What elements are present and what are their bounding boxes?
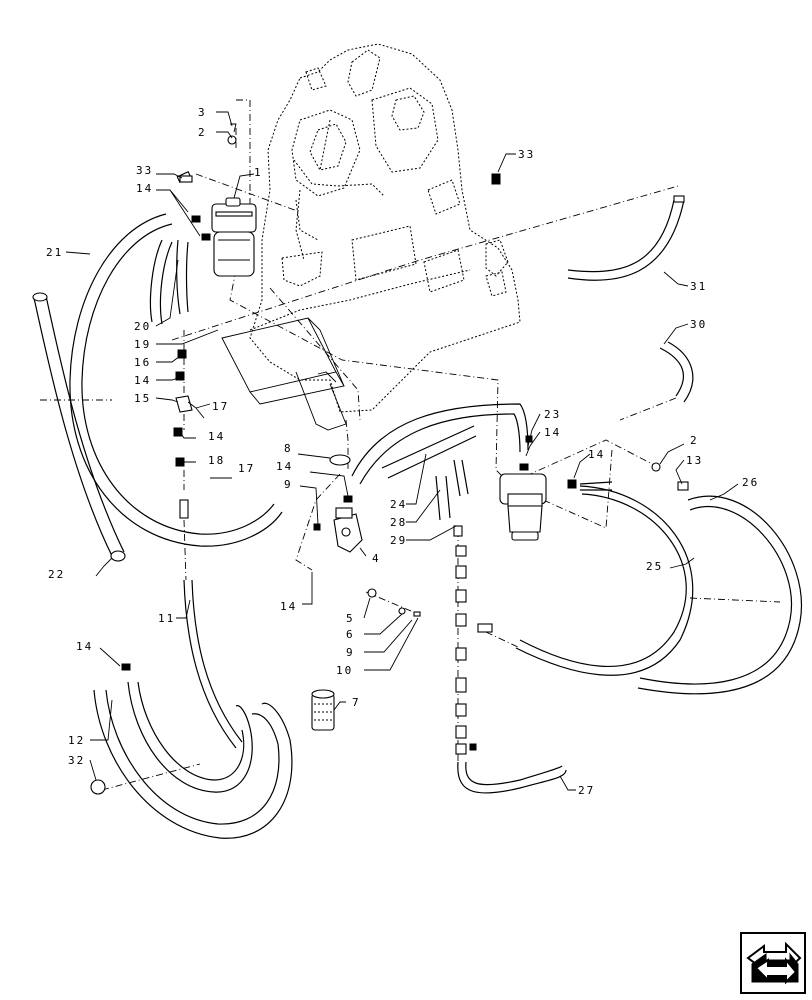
callout-22: 22 bbox=[48, 568, 65, 581]
callout-23: 23 bbox=[544, 408, 561, 421]
callout-10: 10 bbox=[336, 664, 353, 677]
hose-13-outer bbox=[93, 689, 293, 839]
hose-21-inner bbox=[81, 223, 275, 535]
callout-28: 28 bbox=[390, 516, 407, 529]
callout-14-right2: 14 bbox=[588, 448, 605, 461]
hose-20 bbox=[149, 239, 163, 323]
hoses bbox=[32, 195, 802, 839]
hose-21 bbox=[69, 213, 283, 547]
callout-15: 15 bbox=[134, 392, 151, 405]
hose-12 bbox=[183, 579, 237, 749]
hose-22-inner bbox=[45, 295, 125, 553]
callout-14-right1: 14 bbox=[544, 426, 561, 439]
callout-17-bottom: 18 bbox=[208, 454, 225, 467]
hose-28 bbox=[435, 475, 451, 521]
callout-8: 8 bbox=[284, 442, 293, 455]
assembly-center-lines bbox=[40, 99, 781, 791]
callout-14-lower: 14 bbox=[280, 600, 297, 613]
callout-25: 25 bbox=[646, 560, 663, 573]
callout-32: 32 bbox=[68, 754, 85, 767]
callout-17-top: 16 bbox=[134, 356, 151, 369]
callout-9-lower: 9 bbox=[346, 646, 355, 659]
callout-14-left1: 14 bbox=[134, 374, 151, 387]
callout-labels: 3 2 33 1 14 33 21 20 19 16 14 15 17 14 1… bbox=[46, 106, 759, 797]
callout-33-left: 33 bbox=[136, 164, 153, 177]
fitting-chain-center bbox=[453, 525, 493, 755]
fuel-filter-right bbox=[499, 463, 547, 541]
callout-6: 6 bbox=[346, 628, 355, 641]
hose-13-inner bbox=[127, 681, 253, 793]
callout-4: 4 bbox=[372, 552, 381, 565]
callout-21: 21 bbox=[46, 246, 63, 259]
hose-27 bbox=[457, 761, 567, 794]
fuel-filter-left bbox=[191, 197, 257, 277]
hose-24 bbox=[381, 425, 477, 479]
callout-1: 1 bbox=[254, 166, 263, 179]
tractor-frame-outline bbox=[221, 43, 521, 431]
callout-14-bottom: 14 bbox=[76, 640, 93, 653]
callout-11: 13 bbox=[686, 454, 703, 467]
callout-33-right: 33 bbox=[518, 148, 535, 161]
small-fittings bbox=[90, 123, 689, 795]
callout-13: 12 bbox=[68, 734, 85, 747]
fuel-pump bbox=[313, 507, 363, 553]
callout-18: 17 bbox=[238, 462, 255, 475]
callout-26: 26 bbox=[742, 476, 759, 489]
callout-16: 17 bbox=[212, 400, 229, 413]
hose-26 bbox=[637, 495, 802, 695]
hose-30 bbox=[659, 341, 694, 403]
hose-23 bbox=[351, 403, 529, 477]
callout-12: 11 bbox=[158, 612, 175, 625]
callout-19: 19 bbox=[134, 338, 151, 351]
callout-2-top: 2 bbox=[198, 126, 207, 139]
hose-31 bbox=[567, 199, 685, 281]
callout-5: 5 bbox=[346, 612, 355, 625]
callout-24: 24 bbox=[390, 498, 407, 511]
next-page-button[interactable] bbox=[740, 932, 806, 994]
callout-20: 20 bbox=[134, 320, 151, 333]
callout-7: 7 bbox=[352, 696, 361, 709]
hose-22 bbox=[33, 297, 113, 557]
callout-14-pump: 14 bbox=[276, 460, 293, 473]
callout-9-pump: 9 bbox=[284, 478, 293, 491]
hose-25 bbox=[515, 485, 694, 676]
callout-30: 30 bbox=[690, 318, 707, 331]
hose-short-right bbox=[579, 481, 613, 491]
hose-20-inner bbox=[159, 241, 173, 325]
callout-2-right: 2 bbox=[690, 434, 699, 447]
callout-31: 31 bbox=[690, 280, 707, 293]
callout-27: 27 bbox=[578, 784, 595, 797]
callout-14-top: 14 bbox=[136, 182, 153, 195]
leader-lines bbox=[65, 111, 739, 791]
callout-3: 3 bbox=[198, 106, 207, 119]
callout-14-left2: 14 bbox=[208, 430, 225, 443]
next-page-arrow-icon bbox=[740, 932, 806, 994]
callout-29: 29 bbox=[390, 534, 407, 547]
